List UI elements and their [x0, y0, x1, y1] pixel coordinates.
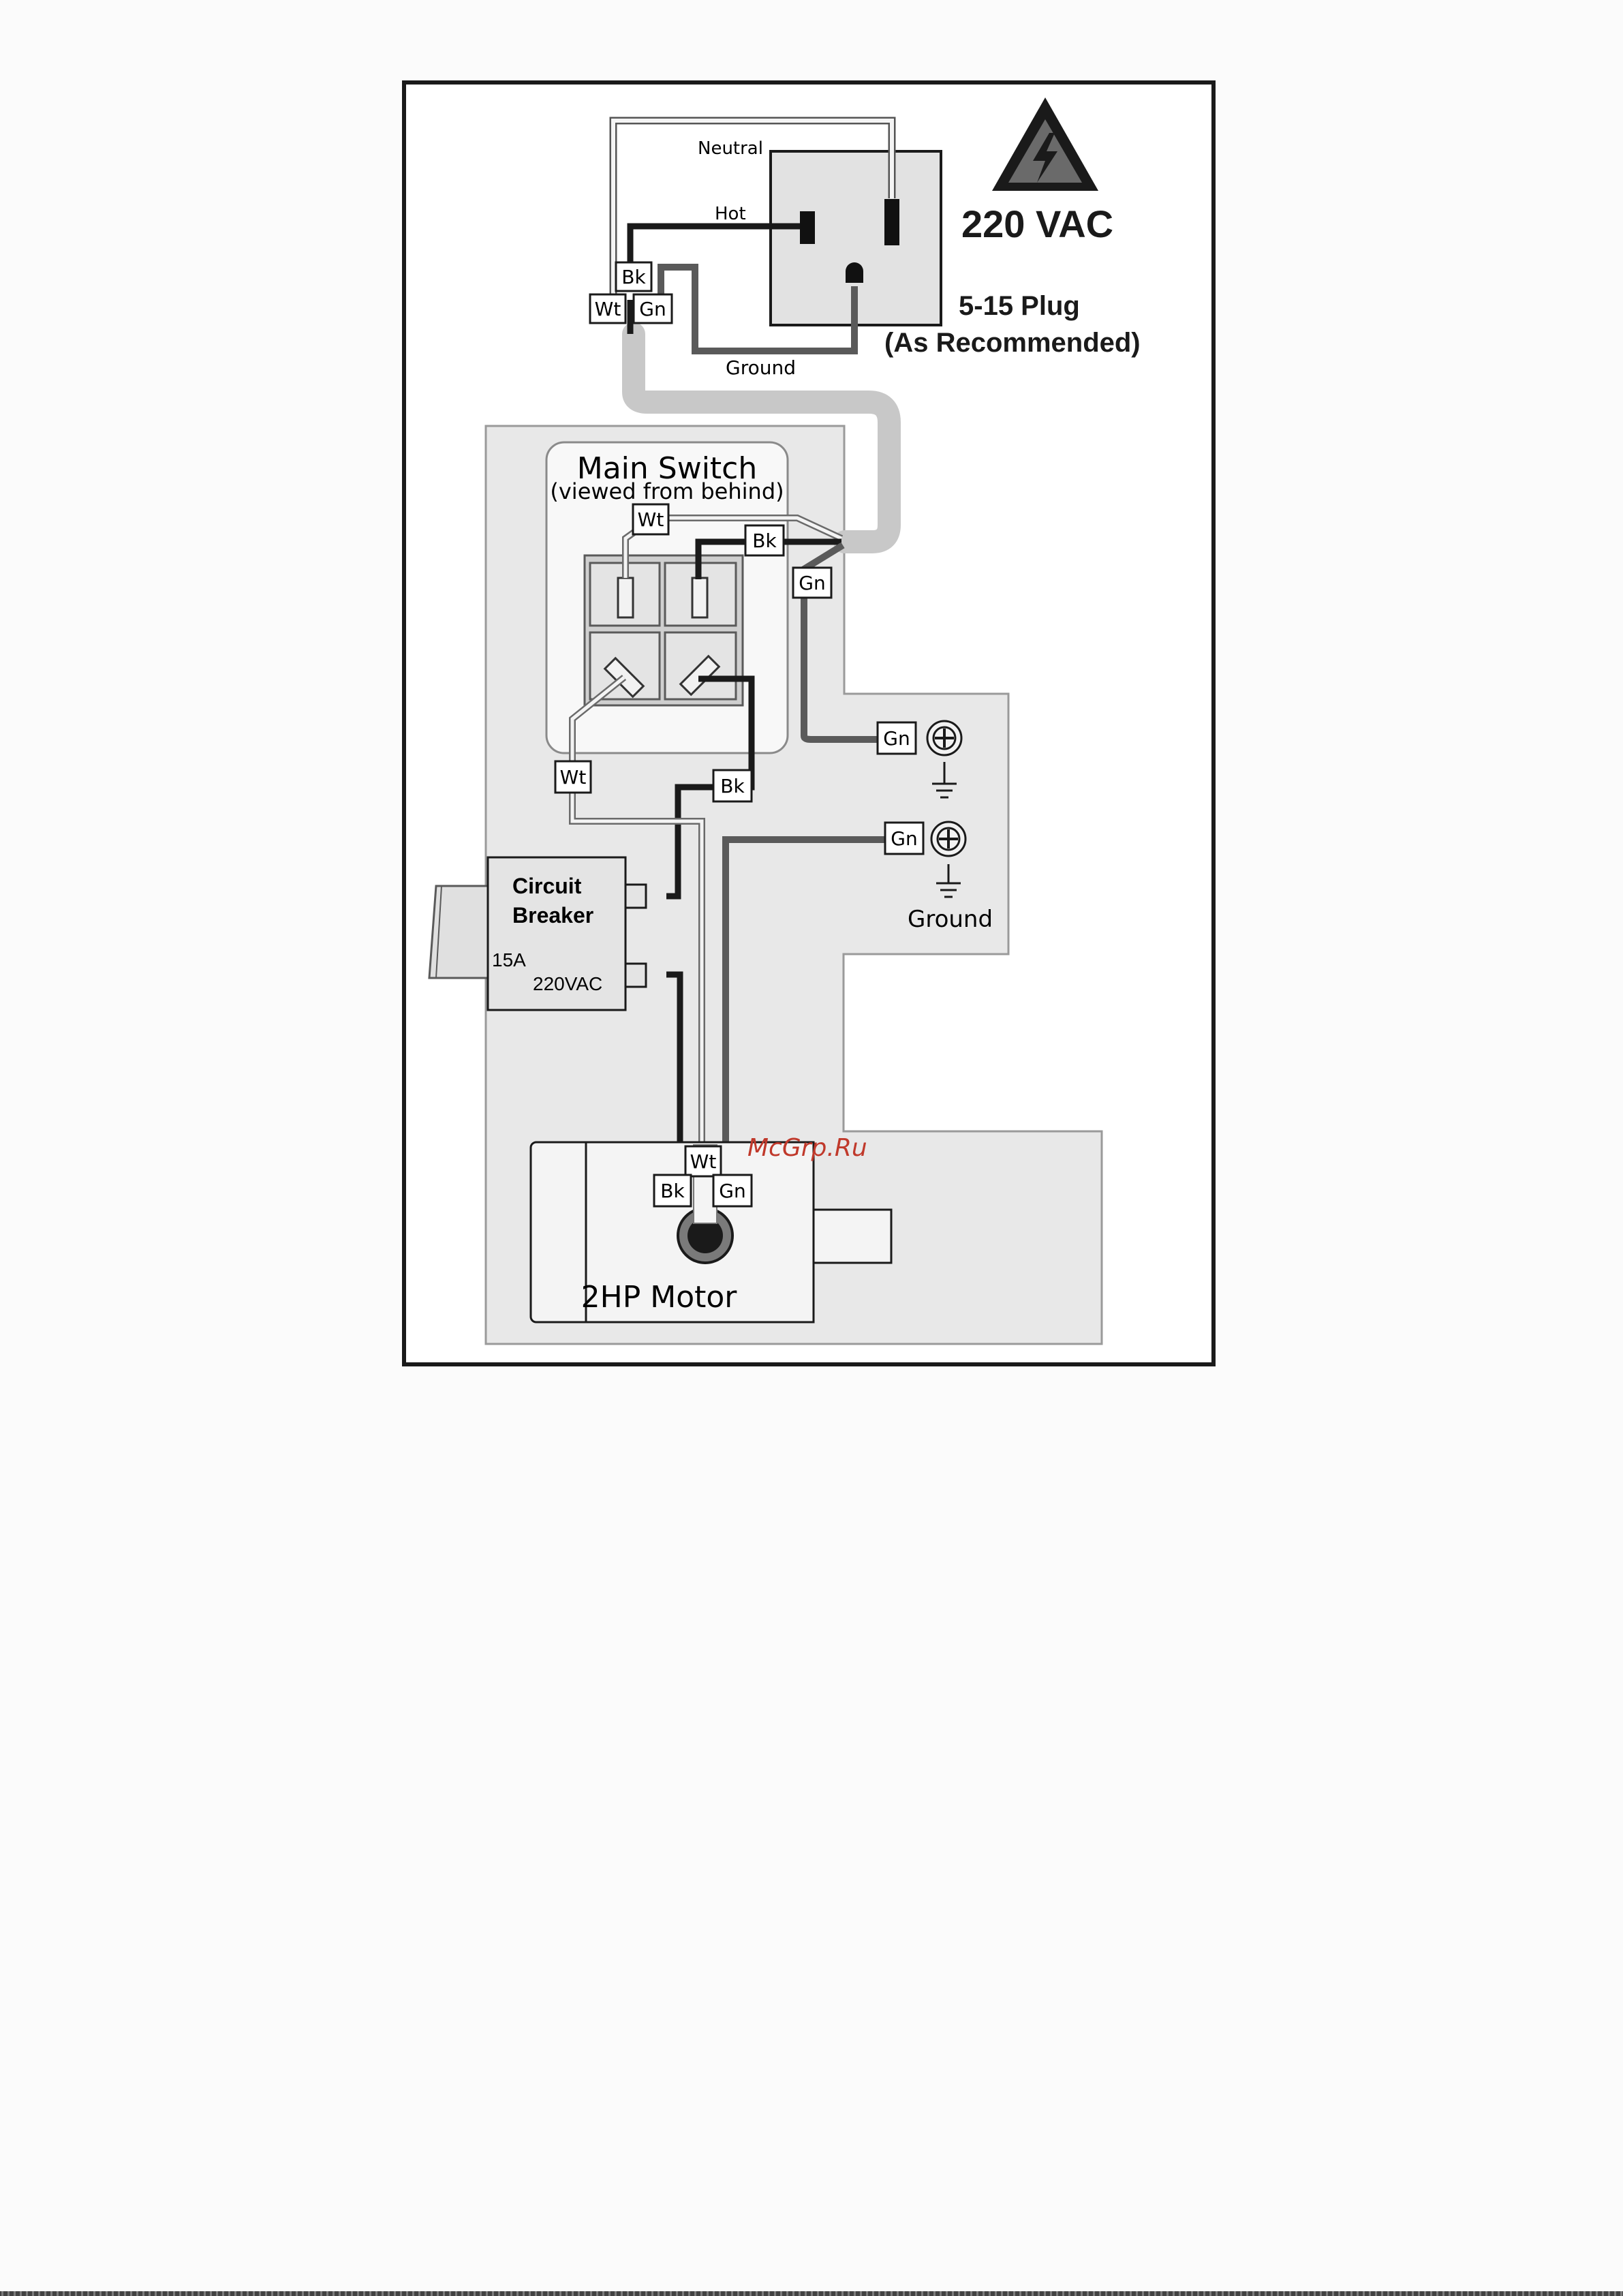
plug-type: 5-15 Plug	[959, 291, 1080, 321]
tag-gn-plug: Gn	[639, 298, 666, 320]
switch-terminal-1	[618, 578, 633, 617]
motor-shaft	[814, 1210, 891, 1263]
tag-wt-panel: Wt	[560, 766, 587, 789]
tag-bk-plug: Bk	[621, 266, 646, 288]
tag-wt-motor: Wt	[690, 1150, 717, 1173]
tag-bk-motor: Bk	[660, 1180, 685, 1202]
plug-recommendation: (As Recommended)	[884, 328, 1141, 358]
neutral-label: Neutral	[698, 138, 763, 159]
breaker-terminal-bottom	[625, 964, 646, 987]
ground-screw-icon	[927, 721, 961, 755]
watermark: McGrp.Ru	[747, 1134, 867, 1162]
tag-bk-panel: Bk	[720, 775, 745, 797]
tag-gn-ground-1: Gn	[883, 727, 910, 750]
tag-wt-plug: Wt	[595, 298, 621, 320]
ground-hole	[846, 262, 863, 283]
ground-label: Ground	[908, 906, 993, 933]
breaker-amps: 15A	[492, 949, 526, 970]
tag-gn-motor: Gn	[719, 1180, 745, 1202]
hot-slot	[800, 211, 815, 244]
tag-wt-switch: Wt	[638, 508, 664, 531]
main-switch-subtitle: (viewed from behind)	[550, 478, 784, 504]
neutral-slot	[884, 199, 899, 245]
bottom-edge-strip	[0, 2291, 1623, 2296]
tag-gn-switch: Gn	[799, 572, 825, 594]
voltage-heading: 220 VAC	[961, 202, 1113, 245]
breaker-terminal-top	[625, 885, 646, 908]
breaker-label-line1: Circuit	[512, 874, 582, 898]
motor-label: 2HP Motor	[581, 1280, 738, 1315]
main-switch-body	[585, 555, 743, 705]
tag-gn-ground-2: Gn	[891, 827, 917, 850]
tag-bk-switch: Bk	[752, 530, 777, 552]
breaker-voltage: 220VAC	[533, 973, 602, 994]
breaker-label-line2: Breaker	[512, 903, 593, 928]
plug-ground-label: Ground	[726, 356, 796, 379]
ground-screw-icon	[931, 822, 965, 856]
switch-terminal-2	[692, 578, 707, 617]
hot-label: Hot	[715, 204, 746, 224]
